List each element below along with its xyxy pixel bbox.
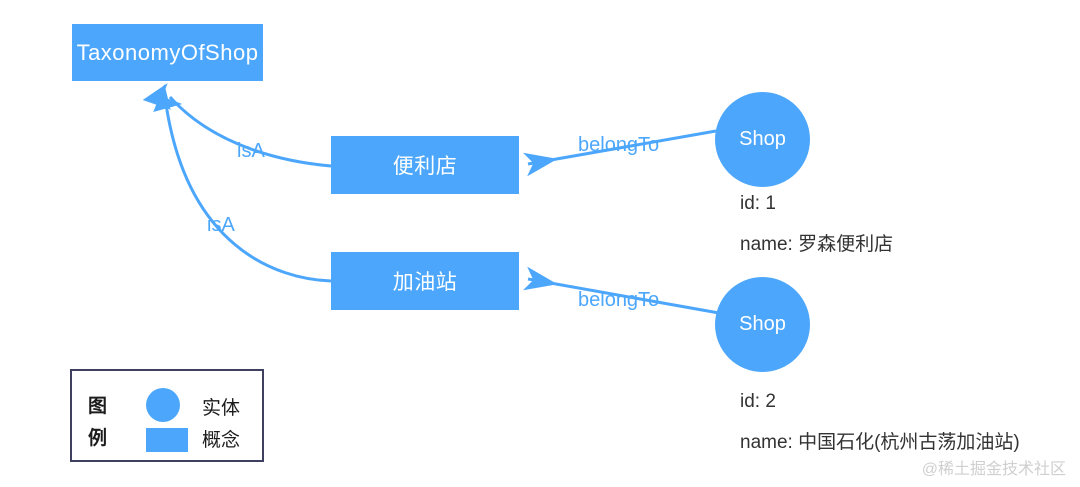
entity-node-shop-2[interactable]: Shop	[715, 277, 810, 372]
entity-property-shop-2-id: id: 2	[740, 391, 776, 412]
concept-node-taxonomy[interactable]: TaxonomyOfShop	[72, 24, 263, 81]
edge-label-isa-gas: isA	[207, 214, 235, 236]
edge-label-belongto-gas: belongTo	[578, 289, 660, 311]
concept-node-convenience-store[interactable]: 便利店	[331, 136, 519, 194]
concept-label-gas-station: 加油站	[392, 271, 458, 294]
concept-label-convenience-store: 便利店	[392, 155, 458, 178]
edge-isa-gas	[142, 83, 332, 283]
entity-label-shop-2: Shop	[739, 313, 786, 335]
legend-title-char-2: 例	[88, 428, 108, 449]
entity-property-shop-2-name: name: 中国石化(杭州古荡加油站)	[740, 432, 1020, 453]
edge-label-isa-convenience: isA	[237, 140, 265, 162]
legend-swatch-entity-icon	[146, 388, 180, 422]
watermark-text: @稀土掘金技术社区	[921, 461, 1066, 478]
entity-node-shop-1[interactable]: Shop	[715, 92, 810, 187]
legend-box: 图 例 实体 概念	[70, 369, 264, 462]
legend-label-entity: 实体	[202, 398, 241, 419]
legend-swatch-concept-icon	[146, 428, 188, 452]
legend-title-char-1: 图	[88, 396, 108, 417]
entity-property-shop-1-name: name: 罗森便利店	[740, 234, 894, 255]
concept-label-taxonomy: TaxonomyOfShop	[76, 39, 259, 65]
entity-property-shop-1-id: id: 1	[740, 193, 776, 214]
edge-label-belongto-convenience: belongTo	[578, 134, 660, 156]
concept-node-gas-station[interactable]: 加油站	[331, 252, 519, 310]
legend-label-concept: 概念	[202, 430, 241, 451]
entity-label-shop-1: Shop	[739, 128, 786, 150]
